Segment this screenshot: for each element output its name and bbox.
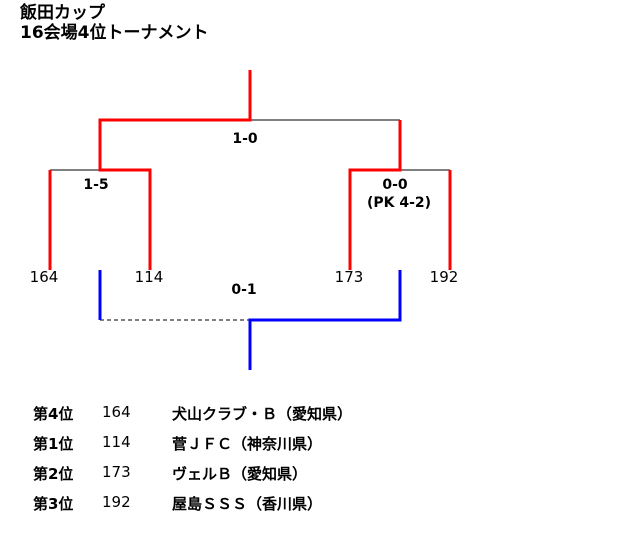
rank: 第3位 xyxy=(33,495,74,513)
team-number: 114 xyxy=(102,433,131,451)
third-place-winner-line xyxy=(248,270,402,370)
team-number: 192 xyxy=(102,493,131,511)
rank: 第4位 xyxy=(33,405,74,423)
team-name: ヴェルＢ（愛知県） xyxy=(172,465,308,483)
third-place-path xyxy=(98,270,402,370)
team-name: 屋島ＳＳＳ（香川県） xyxy=(172,495,323,513)
final-score: 1-0 xyxy=(232,131,258,147)
team-number: 114 xyxy=(134,268,164,286)
final-winner-line xyxy=(98,70,252,270)
tournament-name: 飯田カップ xyxy=(20,3,105,23)
team-name: 菅ＪＦＣ（神奈川県） xyxy=(172,435,323,453)
team-number: 173 xyxy=(102,463,131,481)
team-number: 164 xyxy=(102,403,131,421)
team-number: 192 xyxy=(429,268,459,286)
team-number: 173 xyxy=(334,268,364,286)
winner-path xyxy=(48,70,452,270)
semifinal-right-pk: (PK 4-2) xyxy=(366,195,432,211)
rank: 第2位 xyxy=(33,465,74,483)
semi-right-line xyxy=(348,120,402,270)
team-name: 犬山クラブ・Ｂ（愛知県） xyxy=(172,405,353,423)
rank: 第1位 xyxy=(33,435,74,453)
tournament-subtitle: 16会場4位トーナメント xyxy=(20,23,209,43)
third-place-score: 0-1 xyxy=(231,282,257,298)
team-number: 164 xyxy=(29,268,59,286)
semifinal-right-score: 0-0 xyxy=(382,177,408,193)
semifinal-left-score: 1-5 xyxy=(83,177,109,193)
